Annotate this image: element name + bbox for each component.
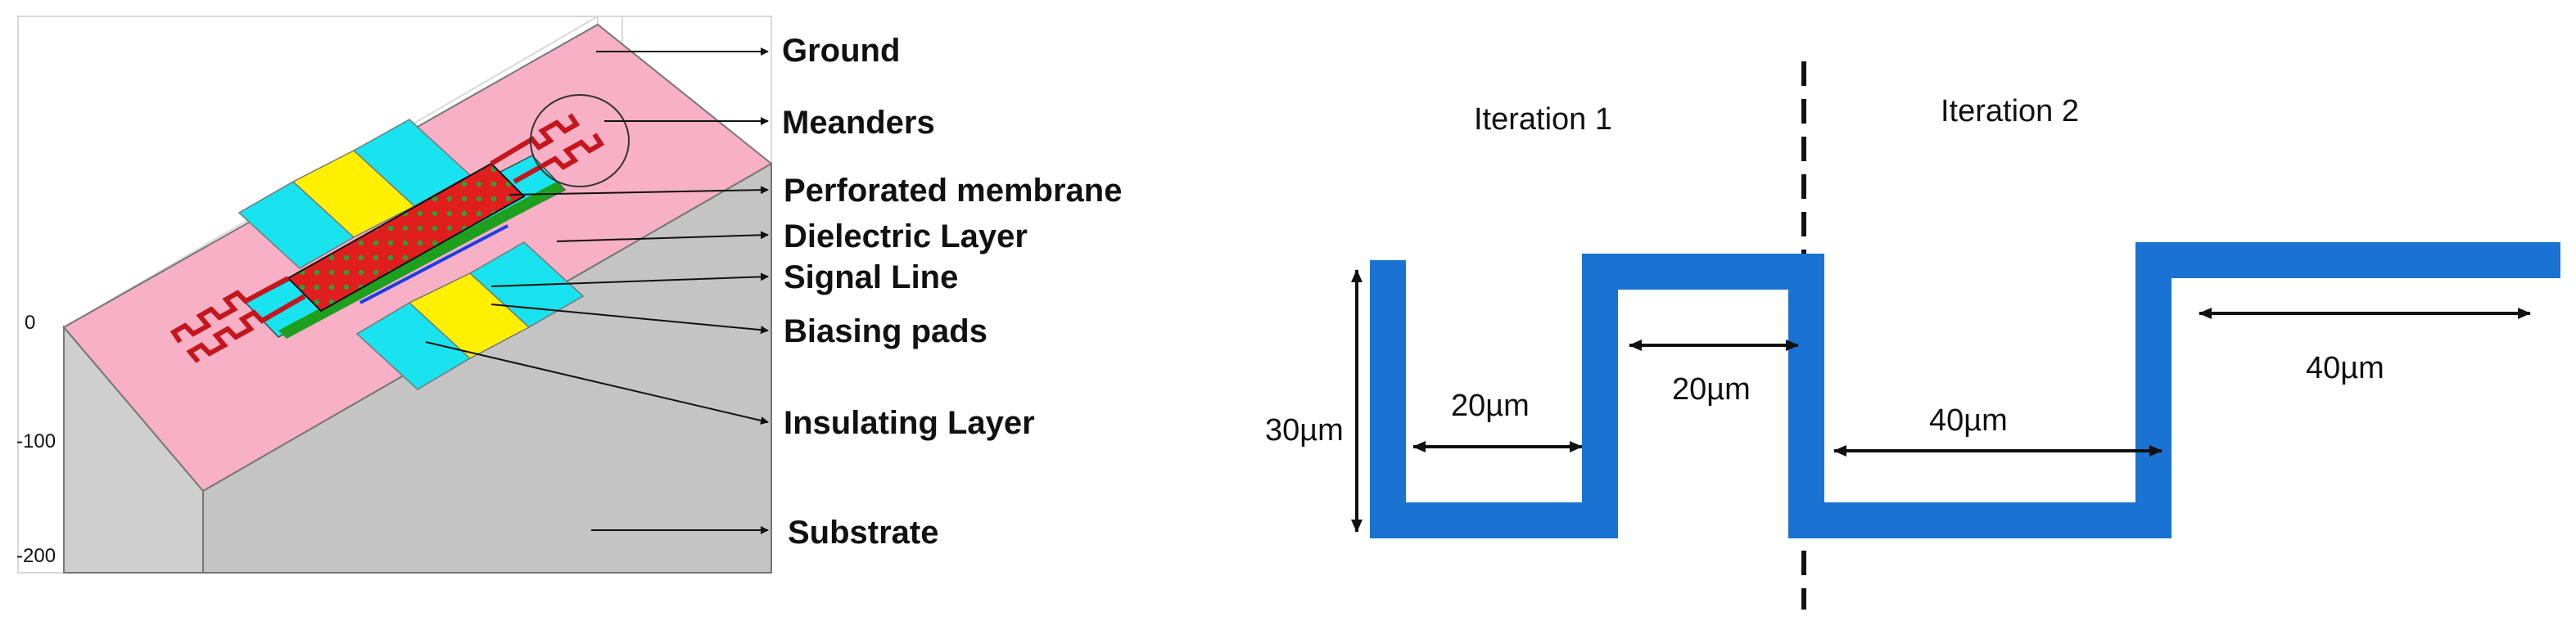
axis-tick-minus100: -100 — [16, 430, 56, 452]
dim-label-gap-1: 20µm — [1451, 389, 1530, 423]
component-labels: Ground Meanders Perforated membrane Diel… — [782, 33, 1122, 551]
dimension-arrows — [1351, 269, 2531, 533]
axis-tick-0: 0 — [25, 312, 35, 334]
dim-label-height: 30µm — [1265, 413, 1344, 448]
label-insulating-layer: Insulating Layer — [784, 405, 1035, 441]
meander-highlight-circle — [530, 94, 630, 187]
leader-insulating — [425, 341, 769, 425]
label-dielectric-layer: Dielectric Layer — [784, 218, 1028, 254]
label-ground: Ground — [782, 33, 900, 69]
meanders-left — [169, 276, 306, 363]
leader-signal — [490, 272, 769, 287]
dim-label-top-2: 40µm — [2306, 351, 2384, 385]
iteration-1-label: Iteration 1 — [1474, 102, 1612, 137]
meander-iterations-diagram: Iteration 1 Iteration 2 30µm 20µm 20µm 4… — [1265, 61, 2560, 610]
perforated-membrane — [287, 162, 526, 313]
meander-path — [1370, 242, 2560, 538]
device-3d-model: 0 -100 -200 — [16, 16, 773, 574]
iteration-2-label: Iteration 2 — [1941, 94, 2079, 128]
label-signal-line: Signal Line — [784, 259, 958, 295]
dim-label-top-1: 20µm — [1672, 372, 1751, 407]
label-meanders: Meanders — [782, 105, 935, 141]
axis-tick-minus200: -200 — [16, 545, 56, 567]
dim-label-gap-2: 40µm — [1929, 403, 2008, 438]
meander-joint-block — [1796, 484, 1823, 538]
label-leaders — [425, 47, 769, 534]
label-perforated-membrane: Perforated membrane — [784, 173, 1122, 209]
dielectric-layer — [278, 182, 565, 339]
label-substrate: Substrate — [788, 515, 939, 551]
signal-line — [359, 224, 508, 304]
meanders-right — [490, 113, 605, 184]
label-biasing-pads: Biasing pads — [784, 313, 987, 349]
leader-biasing — [490, 304, 769, 335]
leader-dielectric — [556, 231, 769, 242]
biasing-pad-lower — [408, 272, 531, 359]
leader-membrane — [508, 186, 769, 196]
